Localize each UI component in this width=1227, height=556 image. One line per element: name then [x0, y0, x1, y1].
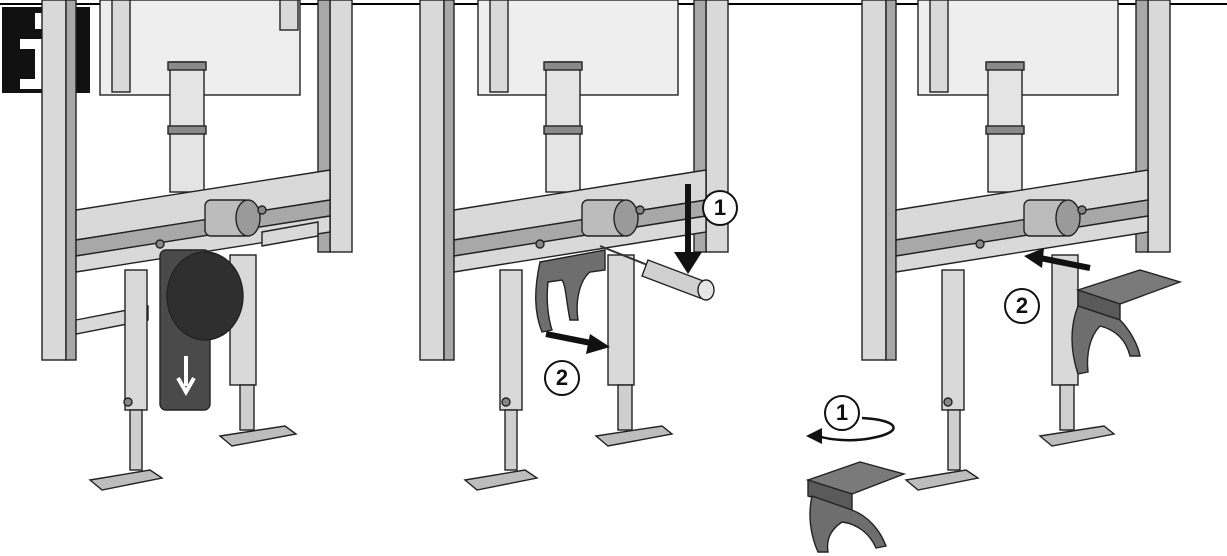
panel-1-down-arrow: [176, 356, 196, 397]
panel-2-step-1-label: 1: [702, 190, 738, 226]
panel-2-arrows: [545, 184, 702, 354]
panel-2-step-2-label: 2: [544, 360, 580, 396]
panel-3-arrows: [806, 248, 1091, 444]
panel-2: [419, 0, 729, 491]
panel-3-step-1-label: 1: [824, 395, 860, 431]
panel-1: [41, 0, 353, 491]
panel-3-step-2-label: 2: [1004, 288, 1040, 324]
panel-3: [805, 0, 1183, 553]
